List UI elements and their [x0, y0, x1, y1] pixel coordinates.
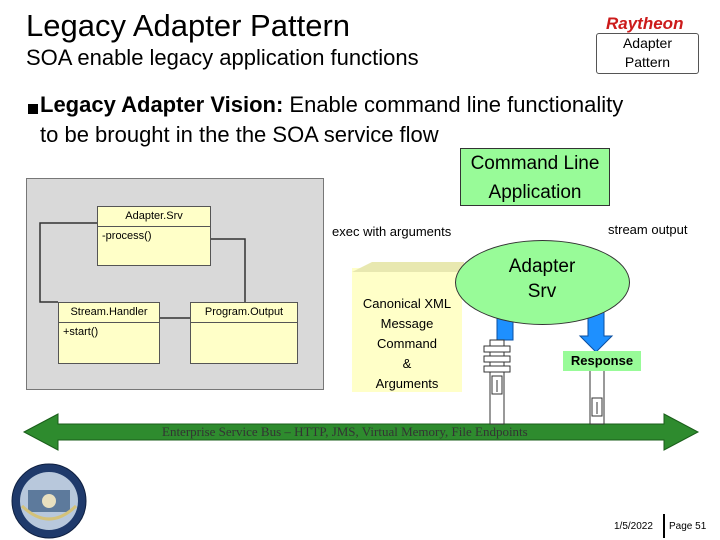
canonical-xml-message-fold	[352, 262, 464, 272]
response-label: Response	[563, 351, 641, 371]
organization-seal-icon	[11, 463, 87, 539]
vision-line2: to be brought in the the SOA service flo…	[40, 122, 439, 147]
message-frame-3	[483, 365, 511, 373]
esb-bus-arrow-icon	[22, 413, 700, 451]
stream-label: stream output	[608, 222, 688, 237]
message-frame-2	[483, 355, 511, 363]
exec-label: exec with arguments	[332, 224, 452, 239]
adapter-srv-line1: Adapter	[508, 256, 576, 277]
page-subtitle: SOA enable legacy application functions	[26, 45, 419, 70]
canonical-line2: Message	[380, 316, 434, 331]
bullet-square-icon	[28, 104, 38, 114]
command-line-line2: Application	[488, 182, 582, 203]
footer-date: 1/5/2022	[614, 521, 653, 532]
adapter-srv-ellipse	[455, 240, 630, 325]
footer-page-number: Page 51	[669, 521, 707, 532]
connector-adapter-to-output	[211, 238, 246, 302]
adapter-srv-class-op: -process()	[102, 230, 152, 242]
program-output-class: Program.Output	[190, 302, 298, 364]
section-tag-line2: Pattern	[624, 54, 671, 70]
adapter-srv-class: Adapter.Srv -process()	[97, 206, 211, 266]
adapter-srv-line2: Srv	[527, 281, 557, 302]
vision-lead: Legacy Adapter Vision:	[40, 92, 284, 117]
stream-handler-class-op: +start()	[63, 326, 99, 338]
stream-handler-class-name: Stream.Handler	[59, 303, 159, 323]
section-tag: Adapter Pattern	[596, 33, 699, 74]
message-frame-1	[483, 345, 511, 353]
command-line-line1: Command Line	[470, 153, 600, 174]
canonical-line5: Arguments	[375, 376, 439, 391]
canonical-line1: Canonical XML	[362, 296, 452, 311]
canonical-line4: &	[402, 356, 412, 371]
adapter-srv-label: Adapter Srv	[490, 254, 594, 304]
raytheon-logo: Raytheon	[606, 14, 684, 33]
program-output-class-name: Program.Output	[191, 303, 297, 323]
vision-text: Legacy Adapter Vision: Enable command li…	[40, 90, 710, 150]
section-tag-line1: Adapter	[622, 35, 673, 51]
vision-line1: Enable command line functionality	[283, 92, 624, 117]
canonical-xml-message: Canonical XML Message Command & Argument…	[352, 268, 462, 392]
canonical-line3: Command	[377, 336, 437, 351]
footer-separator	[663, 514, 665, 538]
connector-adapter-to-stream	[39, 222, 97, 303]
command-line-app-box: Command Line Application	[460, 148, 610, 206]
esb-label: Enterprise Service Bus – HTTP, JMS, Virt…	[162, 424, 528, 439]
page-title: Legacy Adapter Pattern	[26, 8, 351, 43]
adapter-srv-class-name: Adapter.Srv	[98, 207, 210, 227]
stream-handler-class: Stream.Handler +start()	[58, 302, 160, 364]
